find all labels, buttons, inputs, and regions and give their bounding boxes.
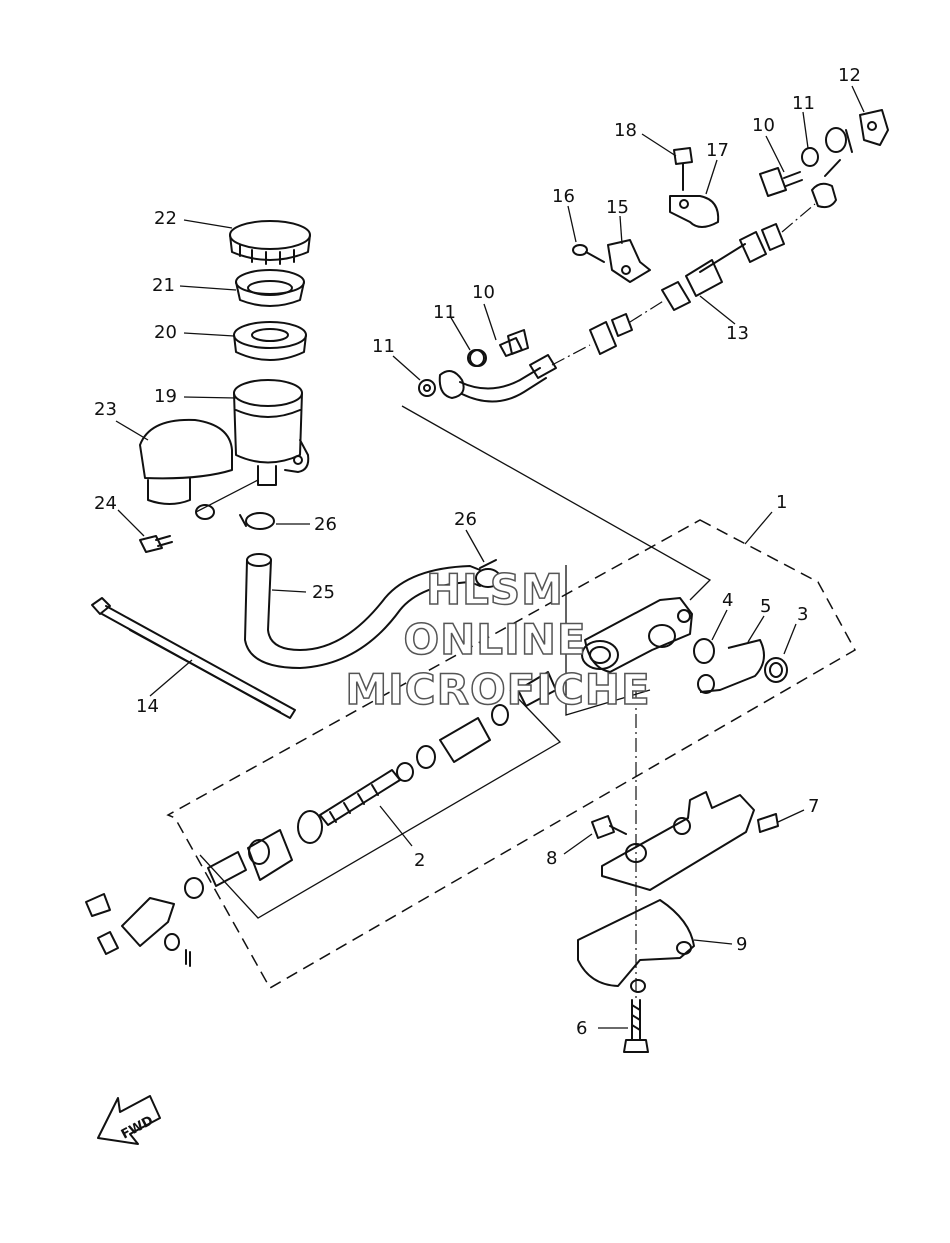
bolt-18 <box>673 147 693 191</box>
clamp-15 <box>607 239 651 283</box>
banjo-bolt-10-left <box>507 329 529 355</box>
bolt-6 <box>623 999 649 1053</box>
callout-7: 7 <box>808 796 819 817</box>
callout-14: 14 <box>136 696 159 717</box>
callout-24: 24 <box>94 493 117 514</box>
callout-20: 20 <box>154 322 177 343</box>
callout-11-right: 11 <box>792 93 815 114</box>
bolt-16 <box>572 244 605 263</box>
callout-12: 12 <box>838 65 861 86</box>
callout-10-left: 10 <box>472 282 495 303</box>
callout-17: 17 <box>706 140 729 161</box>
callout-6: 6 <box>576 1018 587 1039</box>
leader-lines <box>115 85 865 1029</box>
callout-22: 22 <box>154 208 177 229</box>
reservoir-cap-22 <box>229 220 311 265</box>
reservoir-plate-21 <box>235 269 305 307</box>
callout-25: 25 <box>312 582 335 603</box>
clevis-assembly <box>85 893 191 967</box>
callout-2: 2 <box>414 850 425 871</box>
clip-12 <box>859 109 889 146</box>
callout-13: 13 <box>726 323 749 344</box>
callout-9: 9 <box>736 934 747 955</box>
bolt-8 <box>591 815 627 839</box>
banjo-bolt-10-right <box>759 167 803 197</box>
callout-18: 18 <box>614 120 637 141</box>
hose-clamp-26-top <box>239 512 275 530</box>
reservoir-diaphragm-20 <box>233 321 307 361</box>
callout-15: 15 <box>606 197 629 218</box>
callout-16: 16 <box>552 186 575 207</box>
brake-hose-13 <box>418 127 853 403</box>
callout-26-right: 26 <box>314 514 337 535</box>
callout-1: 1 <box>776 492 787 513</box>
assembly-2-bracket <box>199 689 562 919</box>
callout-3: 3 <box>797 604 808 625</box>
callout-23: 23 <box>94 399 117 420</box>
watermark: HLSM ONLINE MICROFICHE <box>345 564 651 715</box>
hose-clamp-26-bottom <box>475 559 501 588</box>
watermark-line-2: ONLINE <box>403 615 586 664</box>
bracket-7 <box>601 791 779 891</box>
washer-11-left <box>469 349 487 367</box>
o-ring-4 <box>693 638 715 664</box>
joint-5 <box>697 639 765 694</box>
assembly-1-outline <box>166 519 857 990</box>
master-cylinder-body <box>581 597 693 673</box>
cable-tie-14 <box>91 597 296 719</box>
callout-labels: 1 2 3 4 5 6 7 8 9 10 10 11 11 11 12 13 1… <box>94 65 861 1039</box>
callout-19: 19 <box>154 386 177 407</box>
fwd-arrow-icon: FWD <box>97 1095 161 1145</box>
watermark-line-1: HLSM <box>426 565 564 614</box>
reservoir-tank-19 <box>233 379 310 486</box>
callout-10-right: 10 <box>752 115 775 136</box>
callout-8: 8 <box>546 848 557 869</box>
callout-26-top: 26 <box>454 509 477 530</box>
clamp-17 <box>669 195 720 228</box>
reservoir-cover-23 <box>139 418 233 520</box>
bolt-24 <box>139 535 173 553</box>
callout-21: 21 <box>152 275 175 296</box>
callout-11-middle: 11 <box>433 302 456 323</box>
circlip-3 <box>764 657 788 683</box>
reservoir-hose-25 <box>244 553 481 669</box>
piston-kit <box>184 671 557 899</box>
washer-11-right <box>801 147 819 167</box>
watermark-line-3: MICROFICHE <box>345 665 650 714</box>
callout-5: 5 <box>760 596 771 617</box>
callout-4: 4 <box>722 590 733 611</box>
callout-11-left: 11 <box>372 336 395 357</box>
